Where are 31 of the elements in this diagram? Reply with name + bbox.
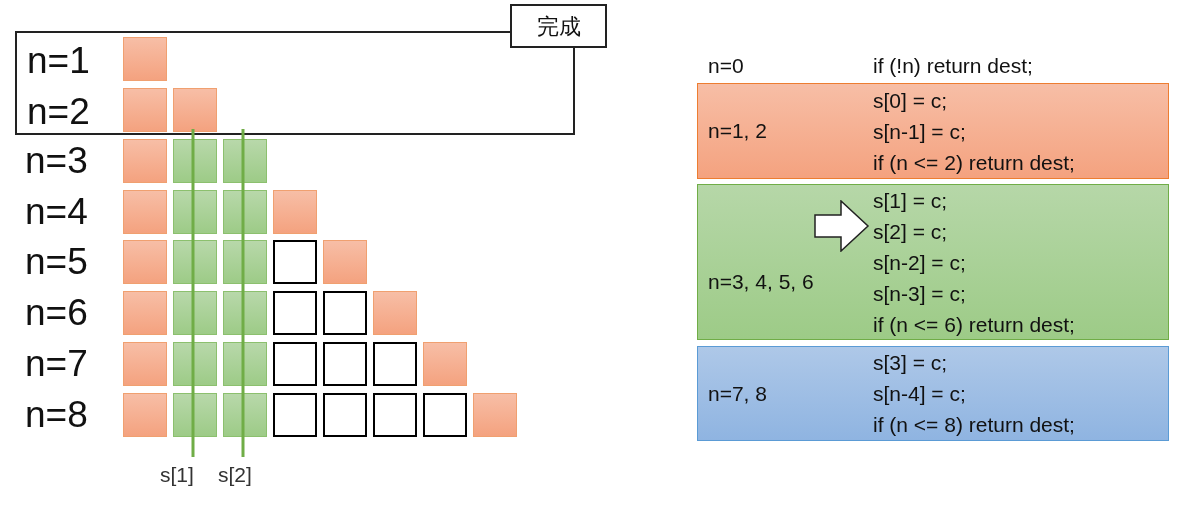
case-label: n=0 bbox=[708, 53, 744, 79]
tag-box bbox=[510, 4, 607, 48]
row-label: n=6 bbox=[25, 293, 88, 333]
case-label: n=7, 8 bbox=[708, 380, 767, 407]
code-line: s[1] = c; bbox=[873, 187, 949, 214]
case-panel bbox=[697, 346, 1169, 441]
case-label: n=3, 4, 5, 6 bbox=[708, 269, 814, 295]
code-line: s[0] = c; bbox=[873, 87, 949, 114]
row-label: n=7 bbox=[25, 344, 88, 384]
code-line: s[n-1] = c; bbox=[873, 118, 967, 145]
code-line: if (n <= 6) return dest; bbox=[873, 311, 1075, 338]
code-line: s[n-2] = c; bbox=[873, 249, 967, 276]
code-line: s[n-3] = c; bbox=[873, 280, 967, 307]
code-line: s[2] = c; bbox=[873, 218, 949, 245]
code-line: if (n <= 8) return dest; bbox=[873, 412, 1075, 438]
code-line: if (n <= 2) return dest; bbox=[873, 149, 1075, 176]
row-label: n=3 bbox=[25, 141, 88, 181]
case-panel bbox=[697, 184, 1169, 340]
tag-text: 完成 bbox=[536, 12, 581, 41]
code-line: s[n-4] = c; bbox=[873, 381, 967, 407]
case-panel bbox=[697, 83, 1169, 179]
column-label: s[1] bbox=[160, 462, 194, 488]
row-label: n=8 bbox=[25, 395, 88, 435]
case-label: n=1, 2 bbox=[708, 118, 767, 144]
column-label: s[2] bbox=[218, 462, 252, 488]
row-label: n=2 bbox=[27, 92, 90, 132]
code-line: s[3] = c; bbox=[873, 350, 949, 376]
code-line: if (!n) return dest; bbox=[873, 53, 1033, 79]
row-label: n=5 bbox=[25, 242, 88, 282]
row-label: n=1 bbox=[27, 41, 90, 81]
row-label: n=4 bbox=[25, 192, 88, 232]
